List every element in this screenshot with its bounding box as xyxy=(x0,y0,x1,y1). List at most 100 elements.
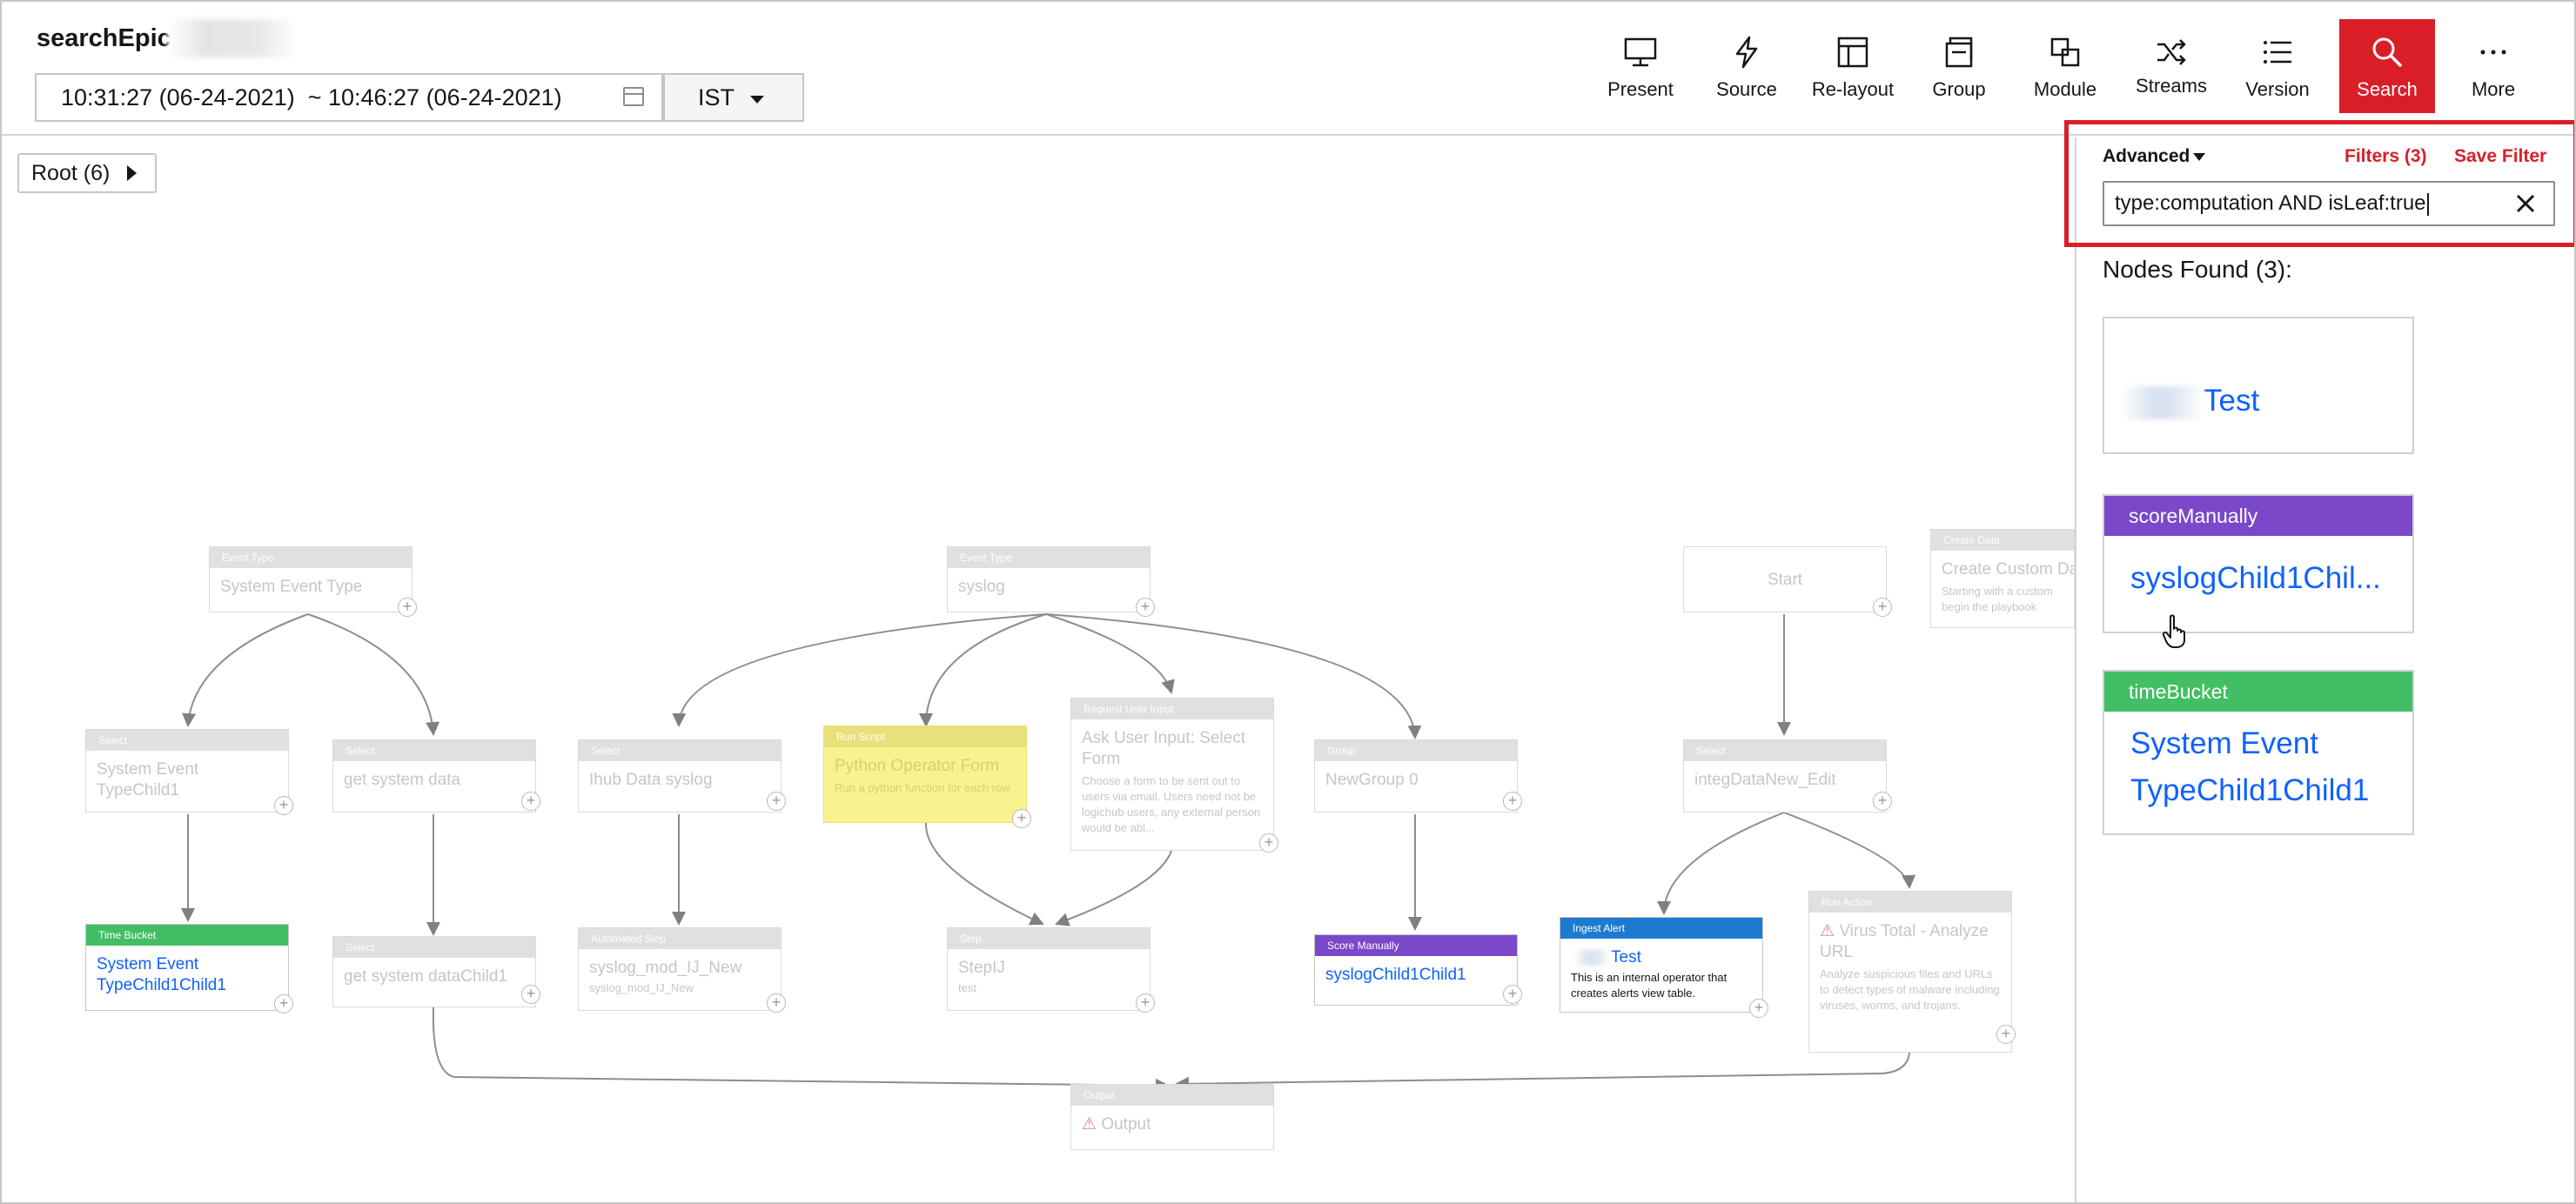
add-node-icon[interactable]: + xyxy=(1136,993,1155,1013)
search-label: Search xyxy=(2357,78,2418,100)
advanced-toggle[interactable]: Advanced xyxy=(2103,146,2206,167)
node-select-2[interactable]: Select get system data xyxy=(332,739,536,813)
node-select-3[interactable]: Select Ihub Data syslog xyxy=(578,739,782,813)
add-node-icon[interactable]: + xyxy=(274,796,293,815)
caret-down-icon xyxy=(2193,152,2206,161)
node-header: Select xyxy=(333,937,535,958)
node-run-script[interactable]: Run Script Python Operator Form Run a py… xyxy=(823,726,1027,823)
result-card[interactable]: timeBucket System Event TypeChild1Child1 xyxy=(2103,670,2414,835)
module-button[interactable]: Module xyxy=(2017,19,2113,113)
root-breadcrumb-button[interactable]: Root (6) xyxy=(17,153,157,193)
search-highlight-box xyxy=(2064,120,2574,247)
relayout-button[interactable]: Re-layout xyxy=(1805,19,1901,113)
search-button[interactable]: Search xyxy=(2339,19,2435,113)
node-group[interactable]: Group NewGroup 0 xyxy=(1314,739,1518,813)
group-label: Group xyxy=(1932,78,1986,100)
node-select-1[interactable]: Select System Event TypeChild1 xyxy=(85,729,289,813)
node-header: Event Type xyxy=(210,547,412,568)
add-node-icon[interactable]: + xyxy=(1873,598,1892,617)
node-select-4[interactable]: Select integDataNew_Edit xyxy=(1683,739,1887,813)
more-label: More xyxy=(2471,78,2516,100)
node-event-type-2[interactable]: Event Type syslog xyxy=(947,546,1150,612)
present-button[interactable]: Present xyxy=(1593,19,1688,113)
node-output[interactable]: Output ⚠ Output xyxy=(1070,1084,1274,1150)
node-title: syslog_mod_IJ_New xyxy=(589,959,742,977)
source-button[interactable]: Source xyxy=(1699,19,1794,113)
node-select-5[interactable]: Select get system dataChild1 xyxy=(332,936,536,1007)
shuffle-icon xyxy=(2157,39,2186,65)
search-query-input[interactable]: type:computation AND isLeaf:true xyxy=(2103,181,2555,226)
node-description: Starting with a custom begin the playboo… xyxy=(1942,585,2053,613)
node-start[interactable]: Start xyxy=(1683,546,1887,612)
time-range-input[interactable]: 10:31:27 (06-24-2021) ~ 10:46:27 (06-24-… xyxy=(35,73,663,122)
node-title: System Event Type xyxy=(220,578,363,596)
add-node-icon[interactable]: + xyxy=(1873,792,1892,811)
result-name: Test xyxy=(2204,384,2260,418)
node-header: Select xyxy=(579,740,781,761)
node-header: Select xyxy=(86,730,288,751)
node-title: Python Operator Form xyxy=(835,757,1000,775)
add-node-icon[interactable]: + xyxy=(1996,1025,2016,1044)
close-icon[interactable] xyxy=(2513,191,2538,216)
node-title: get system dataChild1 xyxy=(344,967,507,986)
add-node-icon[interactable]: + xyxy=(767,792,786,811)
add-node-icon[interactable]: + xyxy=(1136,598,1155,617)
node-title: syslogChild1Child1 xyxy=(1325,966,1466,984)
node-title: Create Custom Da... xyxy=(1942,560,2074,579)
result-card[interactable]: Test xyxy=(2103,317,2414,454)
node-header: Run Action xyxy=(1809,892,2011,913)
more-button[interactable]: More xyxy=(2445,19,2541,113)
node-request-user-input[interactable]: Request User Input Ask User Input: Selec… xyxy=(1070,698,1274,851)
node-title: get system data xyxy=(344,771,461,789)
node-create-data[interactable]: Create Data Create Custom Da... Starting… xyxy=(1930,529,2075,628)
timezone-value: IST xyxy=(698,84,735,110)
result-card[interactable]: scoreManually syslogChild1Chil... xyxy=(2103,494,2414,633)
add-node-icon[interactable]: + xyxy=(274,994,293,1013)
streams-label: Streams xyxy=(2136,75,2207,97)
warning-icon: ⚠ xyxy=(1082,1115,1097,1134)
group-button[interactable]: Group xyxy=(1911,19,2007,113)
module-label: Module xyxy=(2033,78,2097,100)
node-title: Virus Total - Analyze URL xyxy=(1820,922,1989,961)
node-header: Time Bucket xyxy=(86,925,288,946)
playbook-canvas[interactable]: Event Type System Event Type + Event Typ… xyxy=(2,137,2075,1202)
node-header: Run Script xyxy=(824,726,1026,747)
calendar-icon[interactable] xyxy=(623,87,644,106)
add-node-icon[interactable]: + xyxy=(1503,792,1522,811)
relayout-label: Re-layout xyxy=(1811,78,1895,100)
add-node-icon[interactable]: + xyxy=(1259,833,1278,853)
node-ingest-alert[interactable]: Ingest Alert Test This is an internal op… xyxy=(1560,917,1763,1013)
node-automated-step[interactable]: Automated Step syslog_mod_IJ_New syslog_… xyxy=(578,927,782,1011)
add-node-icon[interactable]: + xyxy=(767,993,786,1013)
node-description: Choose a form to be sent out to users vi… xyxy=(1082,774,1261,834)
filters-link[interactable]: Filters (3) xyxy=(2345,146,2427,166)
hand-cursor-icon xyxy=(2162,614,2185,648)
result-type: timeBucket xyxy=(2104,672,2412,712)
node-header: Select xyxy=(1684,740,1886,761)
caret-right-icon xyxy=(127,165,137,181)
node-score-manually[interactable]: Score Manually syslogChild1Child1 xyxy=(1314,934,1518,1006)
node-title: Start xyxy=(1767,571,1803,589)
node-time-bucket[interactable]: Time Bucket System Event TypeChild1Child… xyxy=(85,924,289,1011)
add-node-icon[interactable]: + xyxy=(398,598,417,617)
timezone-select[interactable]: IST xyxy=(663,73,804,122)
add-node-icon[interactable]: + xyxy=(1749,999,1768,1018)
version-button[interactable]: Version xyxy=(2230,19,2325,113)
node-description: syslog_mod_IJ_New xyxy=(589,981,694,994)
node-description: This is an internal operator that create… xyxy=(1571,971,1727,1000)
result-type: scoreManually xyxy=(2104,496,2412,536)
node-event-type-1[interactable]: Event Type System Event Type xyxy=(209,546,413,612)
add-node-icon[interactable]: + xyxy=(521,792,540,811)
streams-button[interactable]: Streams xyxy=(2123,19,2219,113)
node-title: Test xyxy=(1611,948,1641,967)
add-node-icon[interactable]: + xyxy=(1503,985,1522,1004)
node-header: Ingest Alert xyxy=(1560,918,1762,939)
node-run-action[interactable]: Run Action ⚠ Virus Total - Analyze URL A… xyxy=(1808,891,2012,1053)
group-icon xyxy=(1945,37,1973,68)
node-title: System Event TypeChild1Child1 xyxy=(97,955,226,994)
save-filter-link[interactable]: Save Filter xyxy=(2454,146,2547,166)
node-step[interactable]: Step StepIJ test xyxy=(947,927,1150,1011)
add-node-icon[interactable]: + xyxy=(521,985,540,1004)
add-node-icon[interactable]: + xyxy=(1012,809,1031,828)
